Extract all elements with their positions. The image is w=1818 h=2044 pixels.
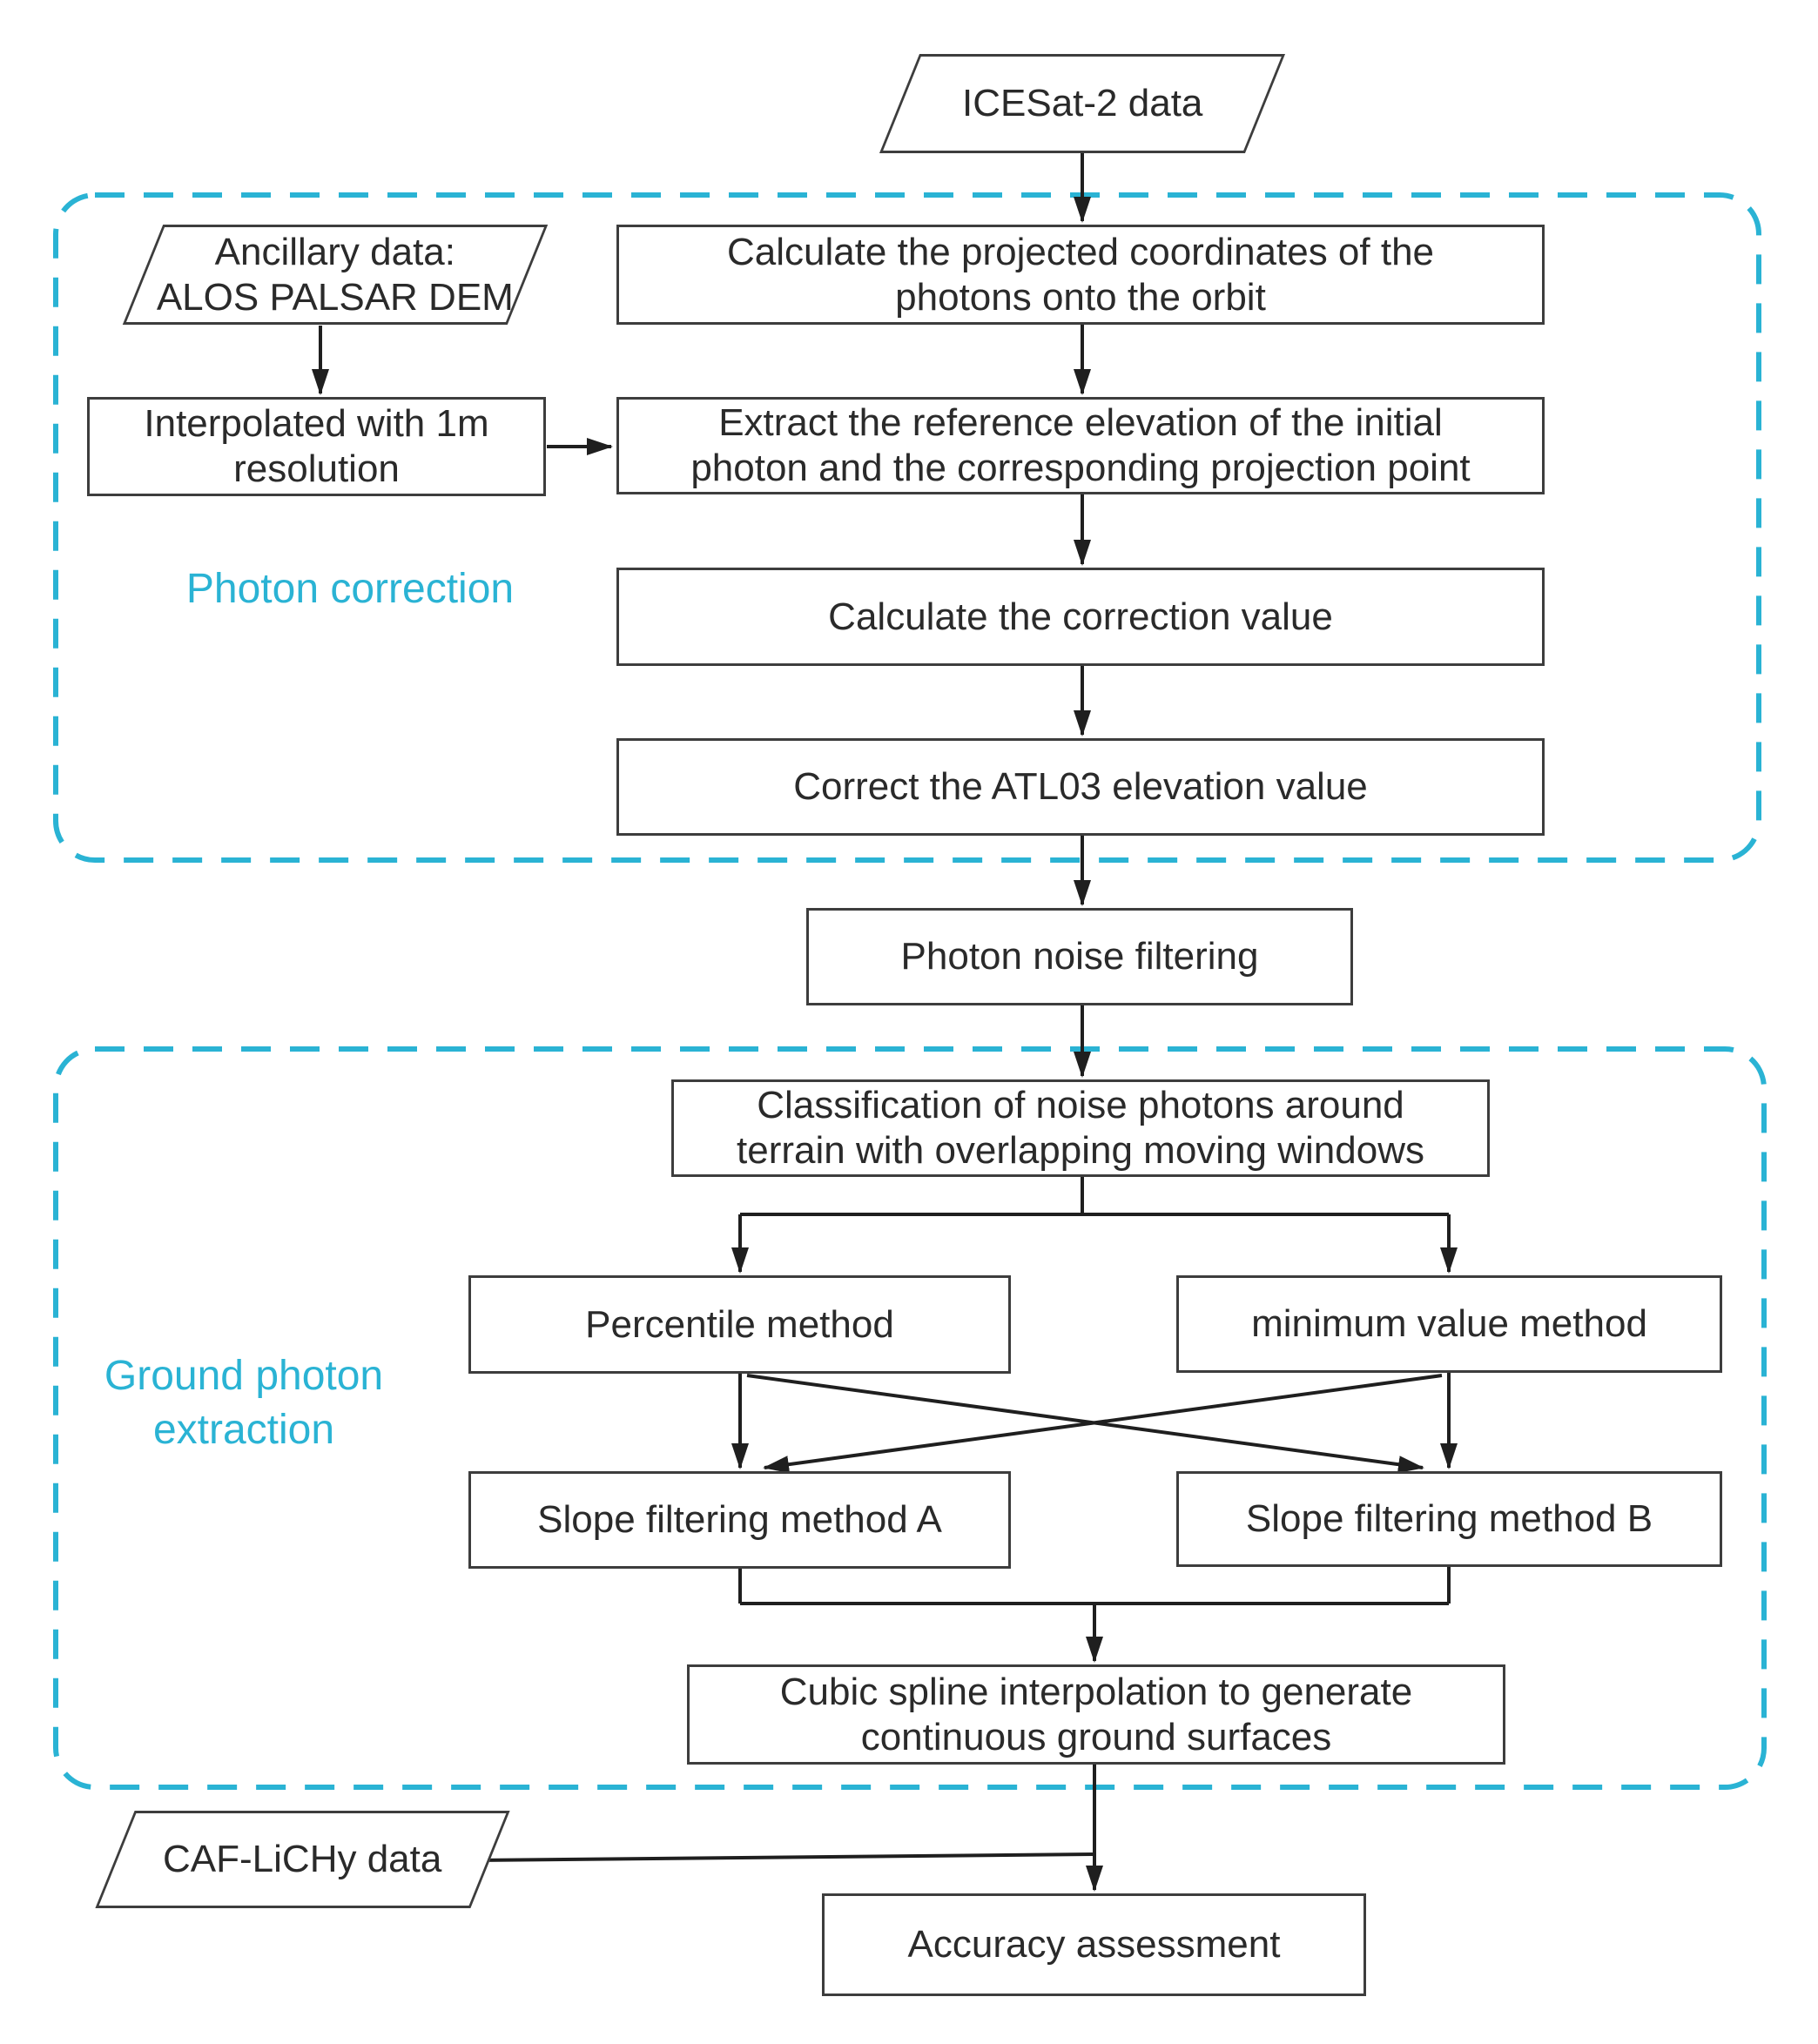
node-ancillary-data-label: Ancillary data: ALOS PALSAR DEM (157, 230, 514, 319)
node-calc-projected-coordinates-label: Calculate the projected coordinates of t… (726, 230, 1435, 319)
node-calculate-correction-value: Calculate the correction value (616, 568, 1545, 666)
node-accuracy-assessment-label: Accuracy assessment (907, 1923, 1281, 1967)
section-label-ground-photon-extraction: Ground photon extraction (104, 1353, 384, 1454)
node-photon-noise-filtering-label: Photon noise filtering (900, 935, 1259, 978)
node-calc-projected-coordinates: Calculate the projected coordinates of t… (616, 225, 1545, 325)
node-interpolated-1m: Interpolated with 1m resolution (87, 397, 546, 496)
photon-correction-region-outline (53, 192, 1761, 863)
node-slope-filtering-a: Slope filtering method A (468, 1471, 1011, 1569)
arrows (312, 153, 1458, 1892)
node-percentile-method-label: Percentile method (585, 1302, 894, 1346)
node-ancillary-data: Ancillary data: ALOS PALSAR DEM (122, 225, 549, 325)
node-cubic-spline-interpolation-label: Cubic spline interpolation to generate c… (779, 1670, 1413, 1758)
ground-extraction-region-outline (53, 1046, 1767, 1790)
node-cubic-spline-interpolation: Cubic spline interpolation to generate c… (687, 1664, 1505, 1765)
node-photon-noise-filtering: Photon noise filtering (806, 908, 1353, 1005)
node-extract-reference-elevation-label: Extract the reference elevation of the i… (690, 401, 1471, 489)
node-calculate-correction-value-label: Calculate the correction value (828, 595, 1333, 638)
node-icesat-data: ICESat-2 data (879, 54, 1286, 153)
node-minimum-value-method-label: minimum value method (1251, 1302, 1647, 1346)
node-correct-atl03-elevation-label: Correct the ATL03 elevation value (793, 765, 1368, 809)
node-slope-filtering-b-label: Slope filtering method B (1245, 1497, 1653, 1541)
node-classification-noise-photons: Classification of noise photons around t… (671, 1079, 1490, 1177)
node-interpolated-1m-label: Interpolated with 1m resolution (144, 402, 489, 490)
node-icesat-data-label: ICESat-2 data (961, 82, 1203, 125)
node-caf-lichy-data: CAF-LiCHy data (95, 1811, 510, 1908)
node-caf-lichy-data-label: CAF-LiCHy data (163, 1838, 442, 1881)
node-minimum-value-method: minimum value method (1176, 1275, 1722, 1373)
section-label-photon-correction: Photon correction (185, 566, 515, 612)
node-extract-reference-elevation: Extract the reference elevation of the i… (616, 397, 1545, 494)
node-correct-atl03-elevation: Correct the ATL03 elevation value (616, 738, 1545, 836)
node-classification-noise-photons-label: Classification of noise photons around t… (737, 1084, 1424, 1172)
node-slope-filtering-a-label: Slope filtering method A (537, 1498, 942, 1542)
node-accuracy-assessment: Accuracy assessment (822, 1893, 1366, 1996)
node-percentile-method: Percentile method (468, 1275, 1011, 1374)
node-slope-filtering-b: Slope filtering method B (1176, 1471, 1722, 1567)
